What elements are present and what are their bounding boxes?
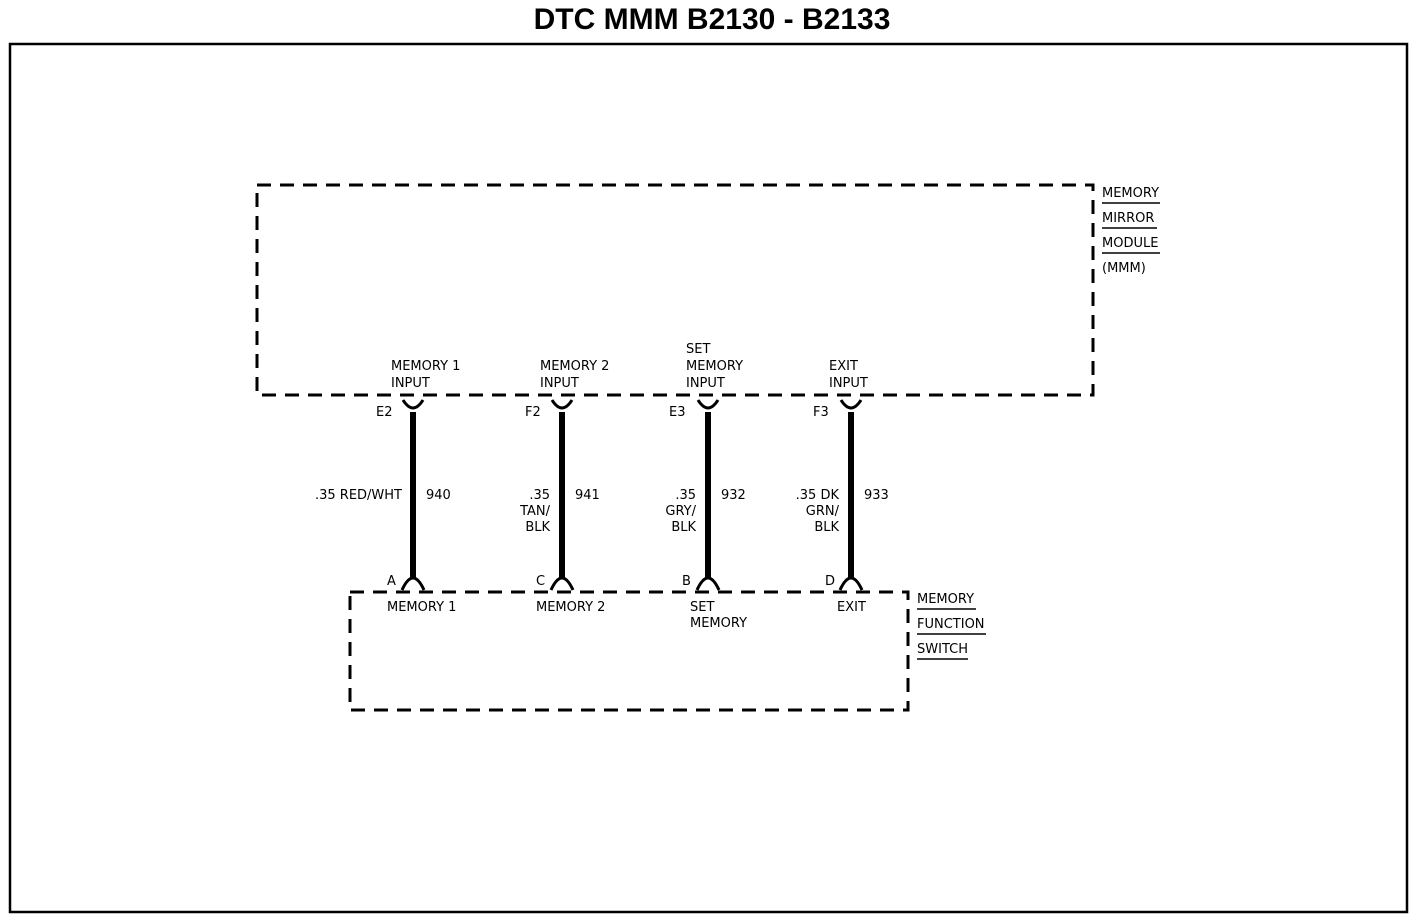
bottom-terminal bbox=[549, 576, 575, 591]
mmm-label-line: MIRROR bbox=[1102, 211, 1154, 226]
top-terminal bbox=[401, 399, 425, 410]
top-pin-label: E3 bbox=[669, 405, 686, 420]
wire-color-label: .35 bbox=[529, 488, 550, 503]
switch-label-line: SWITCH bbox=[917, 642, 968, 657]
top-terminal bbox=[696, 399, 720, 410]
wire-color-label: .35 DK bbox=[796, 488, 840, 503]
bottom-pin-label: B bbox=[682, 574, 691, 589]
wire-color-label: GRY/ bbox=[665, 504, 696, 519]
circuit-number: 940 bbox=[426, 488, 451, 503]
top-function-label: SET bbox=[686, 342, 710, 357]
top-function-label: MEMORY bbox=[686, 359, 743, 374]
bottom-function-label: EXIT bbox=[837, 600, 866, 615]
top-function-label: MEMORY 2 bbox=[540, 359, 609, 374]
circuit-number: 933 bbox=[864, 488, 889, 503]
wire-color-label: GRN/ bbox=[806, 504, 840, 519]
wire-color-label: BLK bbox=[814, 520, 839, 535]
bottom-function-label: MEMORY bbox=[690, 616, 747, 631]
outer-frame bbox=[8, 42, 1409, 914]
mmm-label-line: MODULE bbox=[1102, 236, 1158, 251]
wire-color-label: .35 bbox=[675, 488, 696, 503]
circuit-number: 932 bbox=[721, 488, 746, 503]
wire-color-label: BLK bbox=[671, 520, 696, 535]
top-pin-label: F3 bbox=[813, 405, 829, 420]
top-function-label: MEMORY 1 bbox=[391, 359, 460, 374]
top-function-label: INPUT bbox=[391, 376, 430, 391]
wire-color-label: TAN/ bbox=[519, 504, 551, 519]
switch-label: MEMORY FUNCTION SWITCH bbox=[917, 592, 986, 660]
bottom-terminal bbox=[838, 576, 864, 591]
top-function-label: INPUT bbox=[540, 376, 579, 391]
bottom-function-label: MEMORY 1 bbox=[387, 600, 456, 615]
bottom-pin-label: D bbox=[825, 574, 835, 589]
top-terminal bbox=[550, 399, 574, 410]
mmm-label-line: MEMORY bbox=[1102, 186, 1159, 201]
bottom-pin-label: C bbox=[536, 574, 545, 589]
diagram-title: DTC MMM B2130 - B2133 bbox=[533, 3, 891, 36]
wire-color-label: .35 RED/WHT bbox=[315, 488, 402, 503]
switch-label-line: FUNCTION bbox=[917, 617, 985, 632]
mmm-label-line: (MMM) bbox=[1102, 261, 1146, 276]
circuit-number: 941 bbox=[575, 488, 600, 503]
top-function-label: INPUT bbox=[829, 376, 868, 391]
top-function-label: INPUT bbox=[686, 376, 725, 391]
top-pin-label: E2 bbox=[376, 405, 393, 420]
top-pin-label: F2 bbox=[525, 405, 541, 420]
bottom-terminal bbox=[695, 576, 721, 591]
memory-function-switch-box bbox=[348, 590, 910, 712]
wire-color-label: BLK bbox=[525, 520, 550, 535]
top-function-label: EXIT bbox=[829, 359, 858, 374]
top-terminal bbox=[839, 399, 863, 410]
memory-mirror-module-box bbox=[255, 183, 1095, 397]
bottom-function-label: SET bbox=[690, 600, 714, 615]
bottom-pin-label: A bbox=[387, 574, 396, 589]
mmm-label: MEMORY MIRROR MODULE (MMM) bbox=[1102, 186, 1160, 276]
switch-label-line: MEMORY bbox=[917, 592, 974, 607]
bottom-function-label: MEMORY 2 bbox=[536, 600, 605, 615]
bottom-terminal bbox=[400, 576, 426, 591]
